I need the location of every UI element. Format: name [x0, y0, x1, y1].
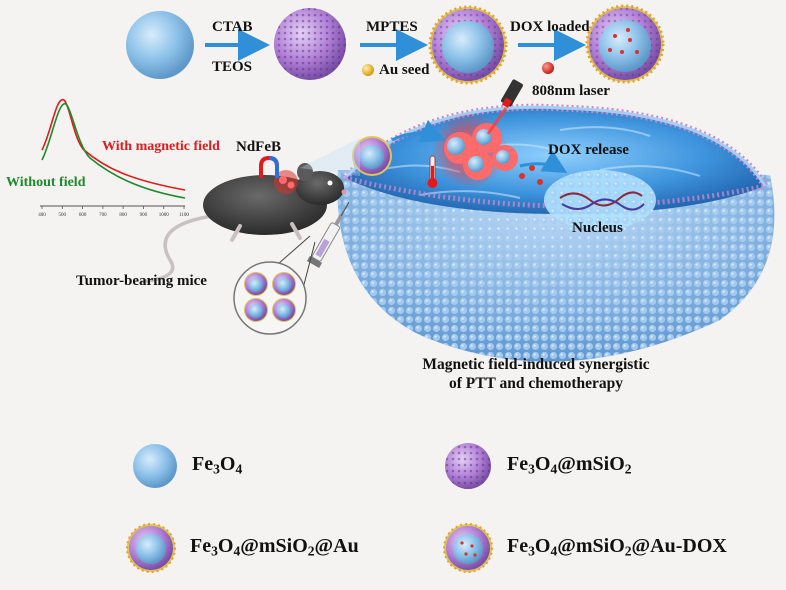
cell-bowl — [337, 79, 775, 362]
rim-particle — [352, 136, 392, 176]
label-au-seed: Au seed — [379, 62, 430, 78]
spectrum-tick-label: 1000 — [159, 213, 170, 218]
curve-without-field — [41, 103, 186, 199]
legend-label-mso: Fe3O4@mSiO2 — [507, 453, 632, 477]
legend-icon-fe3o4 — [133, 444, 177, 488]
spectrum-tick-label: 1100 — [179, 213, 189, 218]
legend-icon-mso — [445, 443, 491, 489]
spectrum-tick-label: 900 — [140, 213, 148, 218]
label-nucleus: Nucleus — [572, 220, 623, 236]
legend-label-au: Fe3O4@mSiO2@Au — [190, 535, 359, 559]
syringe-icon — [306, 201, 350, 269]
legend-label-fe3o4: Fe3O4 — [192, 453, 243, 477]
spectrum-tick-label: 800 — [119, 213, 127, 218]
legend-icon-dox — [443, 523, 493, 573]
spectrum-tick-labels: 400 500 600 700 800 900 1000 1100 — [38, 206, 189, 218]
spectrum-tick-label: 400 — [38, 213, 46, 218]
au-dox-particle — [585, 4, 665, 84]
arrow-uptake — [391, 120, 446, 143]
label-ndfeb: NdFeB — [236, 139, 281, 155]
thermometer-icon — [427, 155, 438, 188]
mouse-tail — [139, 214, 213, 284]
spectrum-tick-label: 500 — [59, 213, 67, 218]
nucleus — [544, 170, 656, 230]
absorption-spectrum: 400 500 600 700 800 900 1000 1100 — [38, 99, 189, 218]
arrow-release — [519, 150, 568, 174]
label-laser: 808nm laser — [532, 83, 610, 99]
caption-line2: of PTT and chemotherapy — [448, 374, 624, 392]
legend-icons — [126, 443, 493, 573]
label-teos: TEOS — [212, 59, 253, 75]
dox-dot — [542, 62, 554, 74]
mso-particle — [274, 8, 346, 80]
au-seed-dot — [362, 64, 374, 76]
au-particle — [428, 5, 508, 85]
label-without-field: Without field — [6, 175, 86, 190]
laser-device — [486, 79, 523, 135]
tumor-site — [274, 170, 298, 194]
zoom-circle — [233, 235, 316, 335]
label-dox-release: DOX release — [548, 142, 629, 158]
curve-with-field — [41, 99, 186, 191]
label-mptes: MPTES — [366, 19, 418, 35]
label-ctab: CTAB — [212, 19, 253, 35]
spectrum-tick-label: 700 — [99, 213, 107, 218]
label-mice: Tumor-bearing mice — [76, 273, 207, 289]
fe3o4-particle — [126, 11, 194, 79]
mouse — [139, 138, 360, 284]
label-dox-loaded: DOX loaded — [510, 19, 590, 35]
caption: Magnetic field-induced synergistic of PT… — [356, 356, 716, 394]
label-with-field: With magnetic field — [102, 139, 220, 154]
magnet-icon — [259, 155, 279, 178]
synthesis-row — [126, 4, 665, 85]
legend-label-dox: Fe3O4@mSiO2@Au-DOX — [507, 535, 727, 559]
legend-icon-au — [126, 523, 176, 573]
caption-line1: Magnetic field-induced synergistic — [422, 356, 650, 373]
spectrum-tick-label: 600 — [79, 213, 87, 218]
